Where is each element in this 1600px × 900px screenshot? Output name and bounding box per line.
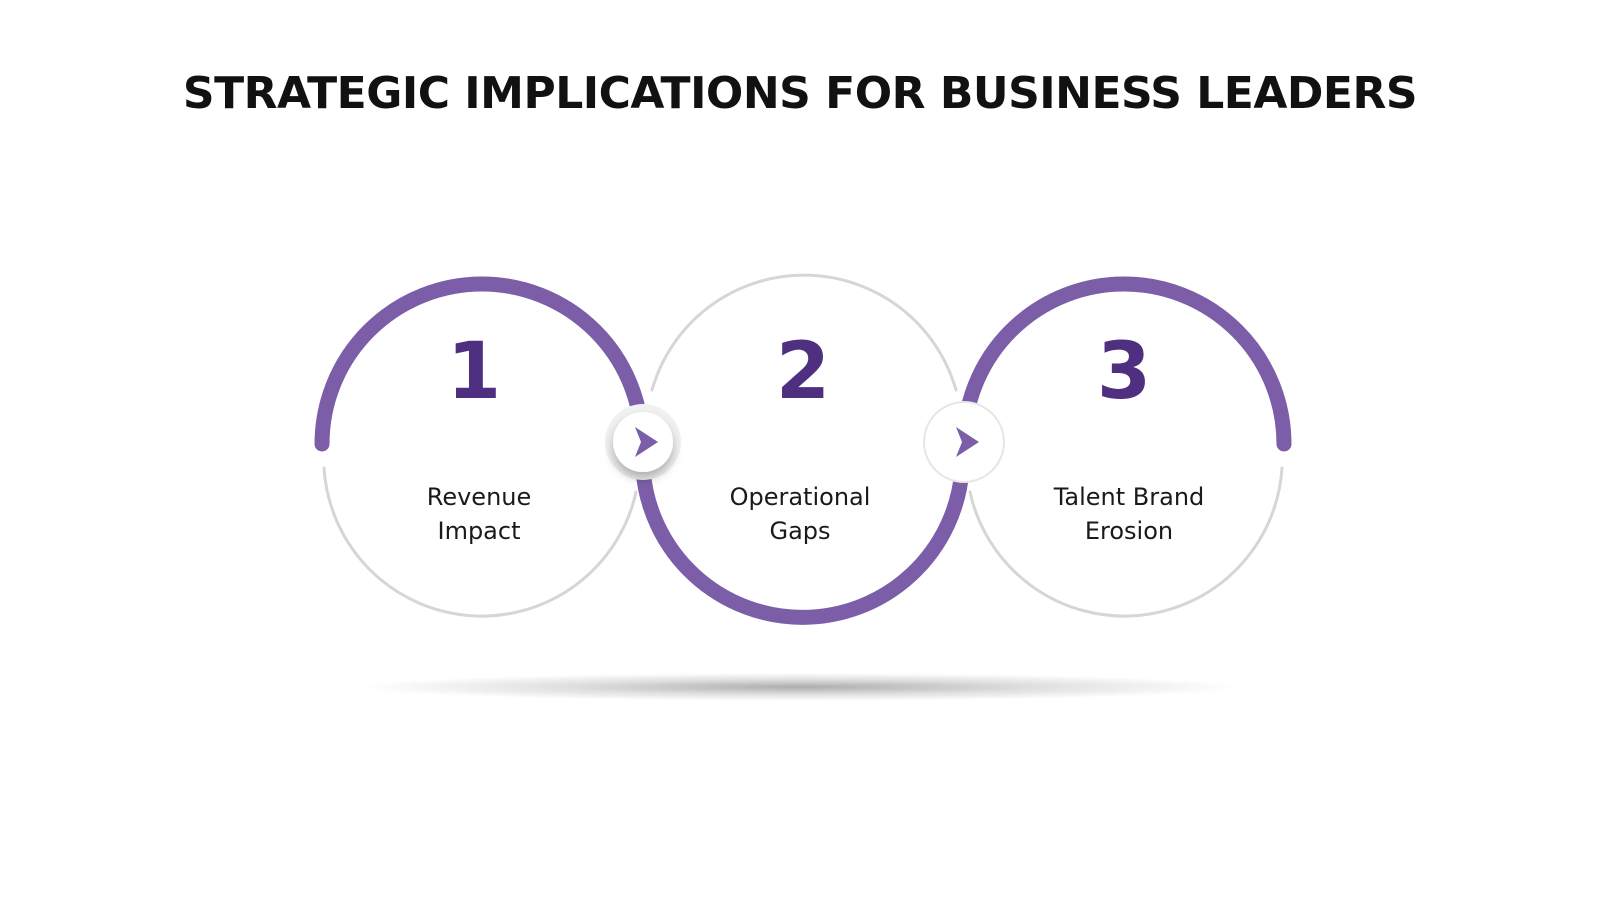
- step-1-bottom-arc: [322, 466, 638, 618]
- step-2-bottom-arc: [635, 462, 970, 625]
- step-number-3: 3: [1097, 327, 1151, 417]
- connector-node-2: [923, 401, 1005, 483]
- step-label-2-line-1: Operational: [730, 483, 871, 511]
- step-number-1: 1: [447, 327, 501, 417]
- play-arrow-icon: [956, 427, 979, 457]
- step-circle-1: [314, 276, 650, 618]
- step-3-bottom-arc: [968, 466, 1284, 618]
- floor-shadow: [360, 673, 1240, 701]
- step-label-3-line-2: Erosion: [1085, 517, 1173, 545]
- page-title: STRATEGIC IMPLICATIONS FOR BUSINESS LEAD…: [182, 68, 1418, 119]
- step-label-1-line-1: Revenue: [427, 483, 532, 511]
- step-label-2-line-2: Gaps: [769, 517, 830, 545]
- step-circle-2: [635, 273, 970, 625]
- step-label-3-line-1: Talent Brand: [1053, 483, 1205, 511]
- connector-node-1: [605, 404, 681, 480]
- step-1-top-arc: [314, 276, 650, 452]
- step-label-1-line-2: Impact: [437, 517, 520, 545]
- step-circle-3: [956, 276, 1292, 618]
- play-arrow-icon: [635, 427, 658, 457]
- step-number-2: 2: [776, 327, 830, 417]
- step-3-top-arc: [956, 276, 1292, 452]
- step-2-top-arc: [650, 273, 958, 392]
